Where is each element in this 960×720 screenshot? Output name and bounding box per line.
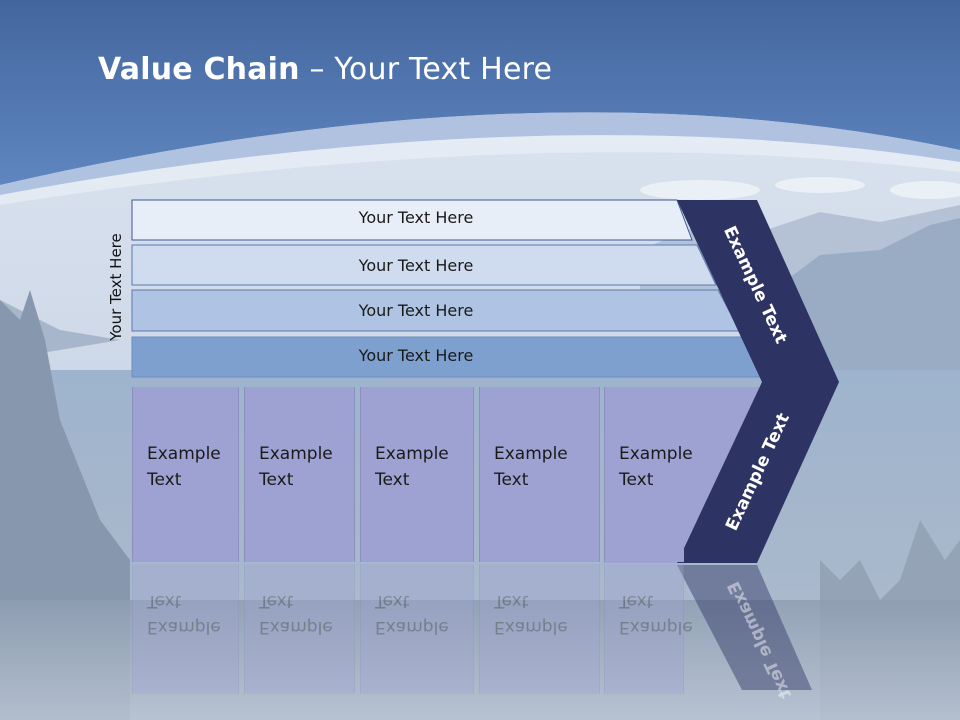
- row-bar-1: [131, 199, 693, 241]
- activity-box-2-reflection: Example Text: [244, 564, 355, 694]
- activity-box-5-text: Example Text: [619, 444, 693, 490]
- activity-box-2: Example Text: [244, 387, 355, 562]
- activity-box-1-text: Example Text: [147, 444, 221, 490]
- side-label: Your Text Here: [107, 233, 125, 341]
- activity-box-5: Example Text: [604, 387, 693, 562]
- activity-box-4-reflection: Example Text: [479, 564, 600, 694]
- title-rest: – Your Text Here: [299, 52, 553, 87]
- reflection-2-text: Example Text: [259, 591, 333, 637]
- slide-title: Value Chain – Your Text Here: [98, 52, 552, 87]
- row-bar-2: [131, 244, 717, 286]
- activity-box-5-reflection: Example Text: [604, 564, 693, 694]
- reflection-5-text: Example Text: [619, 591, 693, 637]
- row-2-text: Your Text Here: [358, 256, 474, 275]
- activity-box-1: Example Text: [132, 387, 239, 562]
- title-bold: Value Chain: [98, 52, 300, 87]
- row-1-text: Your Text Here: [358, 208, 474, 227]
- activity-box-4-text: Example Text: [494, 444, 568, 490]
- activity-box-1-reflection: Example Text: [132, 564, 239, 694]
- reflection-3-text: Example Text: [375, 591, 449, 637]
- row-4-text: Your Text Here: [358, 346, 474, 365]
- activity-box-4: Example Text: [479, 387, 600, 562]
- activity-box-2-text: Example Text: [259, 444, 333, 490]
- chevron-arrow: [677, 200, 839, 563]
- activity-box-3-reflection: Example Text: [360, 564, 474, 694]
- chevron-reflection: [677, 565, 812, 690]
- reflection-1-text: Example Text: [147, 591, 221, 637]
- row-3-text: Your Text Here: [358, 301, 474, 320]
- activity-box-3: Example Text: [360, 387, 474, 562]
- reflection-4-text: Example Text: [494, 591, 568, 637]
- activity-box-3-text: Example Text: [375, 444, 449, 490]
